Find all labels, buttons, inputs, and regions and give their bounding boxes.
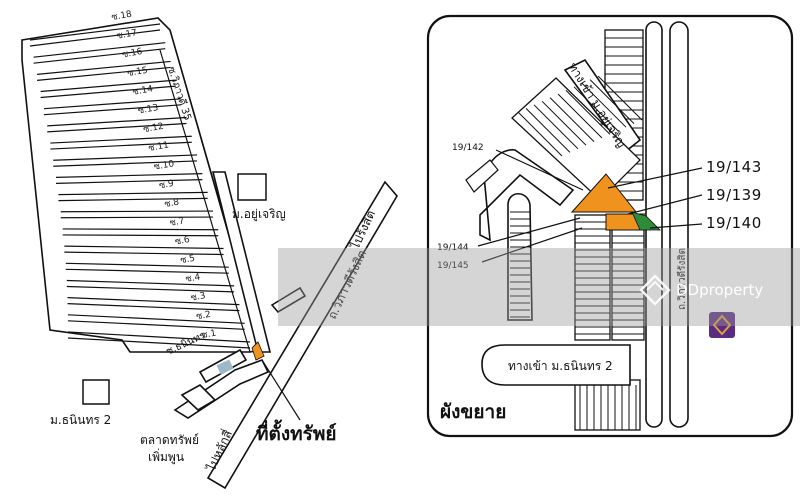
lot-label-19-139: 19/139 [706,186,762,204]
property-marker-left [251,341,265,361]
diagonal-lot-dividers [517,75,643,157]
tanin2-entrance-road [481,344,631,386]
bank-icon [709,312,735,338]
soi-strip [29,23,161,41]
soi-label: ซ.3 [190,291,206,303]
yucharoen-village-marker [237,173,267,201]
vibhavadi-road-label-right: ถ.วิภาวดีรังสิต [676,248,688,310]
soi-strip [47,116,187,127]
lot-19-143-highlight [570,173,638,213]
property-location-label: ที่ตั้งทรัพย์ [256,419,337,445]
tanin2-village-label: ม.ธนินทร 2 [50,413,111,427]
soi-strip [37,60,171,75]
lot-19-140-highlight [631,211,661,231]
soi-label: ซ.14 [132,84,154,97]
yucharoen-entrance-road [563,58,642,154]
soi-label: ซ.12 [143,122,165,135]
soi-label: ซ.15 [127,66,149,79]
soi-strip [40,79,176,93]
soi-block-outline [21,17,264,353]
soi-label: ซ.9 [158,179,174,191]
soi-label: ซ.5 [180,254,196,266]
soi-strip [58,191,208,196]
soi-strip [50,135,192,144]
tanin2-entrance-label: ทางเข้า ม.ธนินทร 2 [508,359,613,373]
vibhavadi-rangsit-road [206,180,398,490]
ddproperty-logo-icon [639,274,671,306]
tanin2-village-marker [82,379,110,405]
soi-strip [60,210,213,213]
ddproperty-brand-text: DDproperty [676,281,763,299]
left-overview-map: ซ.18 ซ.17 ซ.16 ซ.15 ซ.14 ซ.13 ซ.12 ซ.11 ซ.10 ซ.9 ซ… [21,10,398,490]
soi-label: ซ.4 [185,272,201,284]
soi-label: ซ.13 [137,103,159,116]
lot-label-19-140: 19/140 [706,214,762,232]
soi-labels: ซ.18 ซ.17 ซ.16 ซ.15 ซ.14 ซ.13 ซ.12 ซ.11 ซ.10 ซ.9 ซ… [111,10,217,341]
soi-strip [62,228,219,231]
soi-strip [64,245,224,250]
soi-strip [33,42,166,58]
tanin-village-area [216,359,234,375]
expanded-plan-label: ผังขยาย [440,401,506,423]
soi-label: ซ.17 [116,28,138,41]
soi-strip [66,279,235,287]
soi-label: ซ.1 [201,329,217,341]
yucharoen-village-label: ม.อยู่เจริญ [232,207,286,222]
soi-strip [67,314,245,324]
soi-label: ซ.16 [121,47,143,60]
soi-strip [43,98,182,110]
soi-label: ซ.7 [169,216,185,228]
lot-label-19-143: 19/143 [706,158,762,176]
soi-strip [53,154,198,161]
soi-strip [55,173,203,179]
soi-strips [29,23,251,349]
lot-label-19-145: 19/145 [437,261,469,271]
soi-strip [67,331,251,343]
right-expanded-map: 19/143 19/139 19/140 19/142 19/144 19/14… [426,14,794,438]
market-label-line1: ตลาดทรัพย์ [140,433,199,447]
soi-label: ซ.11 [148,141,170,154]
soi-label: ซ.10 [153,159,175,172]
vibhavadi-road-lane-2 [669,21,689,428]
lot-label-19-144: 19/144 [437,243,469,253]
market-label-line2: เพิ่มพูน [148,448,184,465]
yucharoen-lot-block [511,77,641,201]
soi-label: ซ.18 [111,10,133,23]
soi-label: ซ.6 [174,235,190,247]
ddproperty-watermark: DDproperty [278,248,800,326]
soi-label: ซ.2 [195,310,211,322]
soi-label: ซ.8 [164,198,180,210]
soi-strip [65,262,229,268]
lot-label-19-142: 19/142 [452,143,484,153]
frontage-road [211,171,272,353]
soi-strip [67,297,240,306]
